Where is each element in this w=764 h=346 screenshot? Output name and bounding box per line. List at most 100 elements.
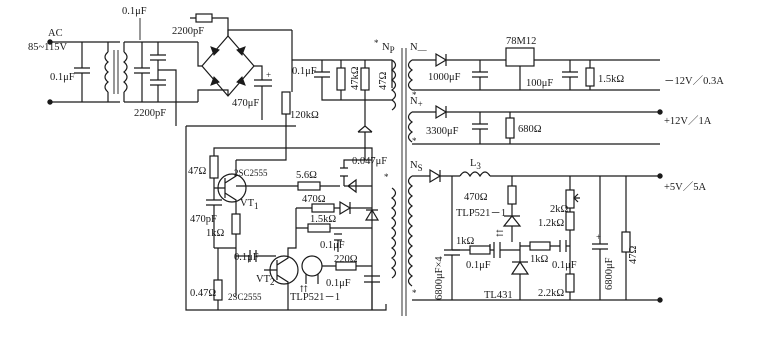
cap-0-1-a-label: 0.1μF	[320, 240, 345, 251]
vt2-label: VT2	[256, 274, 275, 287]
optocoupler-primary	[301, 255, 323, 277]
cap-0-047-label: 0.047μF	[352, 156, 387, 167]
bulk-capacitor	[254, 79, 272, 120]
resistor-5-6-label: 5.6Ω	[296, 170, 317, 181]
pot-wiper	[573, 193, 580, 203]
cap-3300u-label: 3300μF	[426, 126, 459, 137]
neg12-output-wires	[560, 59, 660, 90]
pos12-terminal	[657, 109, 663, 115]
x-cap-top-label: 0.1μF	[122, 6, 147, 17]
inductor-label: L3	[470, 158, 481, 171]
resistor-0-47-wires	[214, 247, 236, 310]
fuse	[195, 13, 213, 23]
resistor-1k-label: 1kΩ	[206, 228, 225, 239]
y-cap-bottom-label: 2200pF	[134, 108, 166, 119]
vt1-part-label: 2SC2555	[234, 168, 268, 178]
5v-terminal	[657, 173, 663, 179]
cap-0-1-c-label: 0.1μF	[326, 278, 351, 289]
output-5v: L3 6800μF×4 470Ω TLP521－1 ⇇ 1kΩ 0.1μF TL…	[412, 158, 707, 303]
snubber-resistor-1	[336, 67, 346, 91]
start-resistor-wire	[236, 114, 287, 161]
secondary-pos12-winding	[407, 111, 414, 143]
snubber-resistor-2	[360, 67, 370, 91]
neg12-diode-wire	[412, 52, 506, 68]
resistor-1k-sec-b-label: 1kΩ	[530, 254, 549, 265]
resistor-470	[311, 203, 335, 213]
sec-neg12-label: N—	[410, 42, 428, 55]
cap-1000u	[472, 60, 488, 90]
start-resistor	[281, 91, 291, 115]
y-cap-ground-wire	[158, 69, 177, 126]
choke-output-wires	[124, 41, 198, 103]
cap-470p	[206, 188, 222, 248]
primary-snubber: 0.1μF 47kΩ 47Ω 120kΩ	[236, 59, 393, 161]
primary-dot: *	[374, 38, 379, 48]
snubber-r2-label: 47Ω	[378, 72, 389, 91]
cap-0-1-b-label: 0.1μF	[234, 252, 259, 263]
resistor-1-5k-label: 1.5kΩ	[310, 214, 336, 225]
cap-0-1-a	[334, 233, 342, 252]
bridge-rectifier: + 470μF	[186, 29, 296, 127]
cap-3300u	[412, 112, 660, 145]
cap-6800u-out-plus: +	[596, 232, 601, 242]
cap-470p-label: 470pF	[190, 214, 217, 225]
dc-bus-wires	[186, 30, 296, 127]
secondary-neg12-winding	[407, 59, 414, 91]
resistor-2-2k-label: 2.2kΩ	[538, 288, 564, 299]
tl431-symbol	[510, 242, 530, 300]
opto-arrows: ⇈	[299, 284, 308, 294]
bulk-cap-label: 470μF	[232, 98, 259, 109]
secondary-5v-winding	[407, 175, 414, 287]
regulator-wires	[412, 59, 660, 91]
pot-2k-label: 2kΩ	[550, 204, 569, 215]
switching-circuit: 2SC2555 VT1 47Ω 470pF 1kΩ 5.6Ω 0.047μF 4…	[185, 126, 387, 311]
tl431-label: TL431	[484, 290, 513, 301]
choke-leads	[107, 42, 125, 102]
resistor-load-neg12	[585, 67, 595, 87]
resistor-load-5v-label: 47Ω	[628, 246, 639, 265]
y-capacitors	[150, 42, 166, 102]
cap-0-1-sec-b-label: 0.1μF	[552, 260, 577, 271]
snubber-capacitor	[314, 60, 392, 101]
opto-led-secondary	[502, 215, 522, 242]
resistor-5-6	[297, 181, 321, 191]
resistor-1k-sec-a	[469, 245, 491, 255]
resistor-1k-sec-a-label: 1kΩ	[456, 236, 475, 247]
vt1-label: VT1	[240, 198, 259, 211]
x-capacitor-left	[74, 42, 90, 102]
base-resistor-47	[209, 155, 219, 179]
5v-ground-terminal	[657, 297, 663, 303]
output-pos12: 3300μF 680Ω +12V／1A	[412, 104, 712, 145]
cap-6800u-out	[592, 176, 608, 300]
primary-winding	[390, 59, 397, 111]
ac-terminal-top	[47, 39, 53, 45]
neg12-output-label: －12V／0.3A	[664, 75, 724, 87]
resistor-load-pos12	[505, 117, 515, 139]
bridge-ac-wires	[197, 42, 229, 102]
resistor-load-neg12-label: 1.5kΩ	[598, 74, 624, 85]
diode-upper	[344, 178, 372, 194]
bridge-diamond	[201, 35, 255, 97]
snubber-resistor-wires	[340, 60, 366, 100]
sec-pos12-label: N+	[410, 96, 423, 109]
rc-series-wires	[452, 242, 520, 258]
resistor-0-47-label: 0.47Ω	[190, 288, 216, 299]
resistor-1k	[231, 213, 241, 235]
aux-dot: *	[384, 172, 389, 182]
resistor-470-wires	[296, 200, 372, 216]
resistor-470-label: 470Ω	[302, 194, 326, 205]
snubber-cap-label: 0.1μF	[292, 66, 317, 77]
snubber-r1-label: 47kΩ	[350, 66, 361, 90]
resistor-470-sec	[507, 185, 517, 205]
choke-winding-left	[104, 51, 109, 93]
vt2-leads	[264, 208, 297, 310]
resistor-470-sec-label: 470Ω	[464, 192, 488, 203]
bulk-cap-plus: +	[266, 70, 271, 80]
cap-6800u-out-label: 6800μF	[604, 257, 615, 290]
vt1-leads	[214, 160, 237, 214]
optocoupler-label: TLP521－1	[290, 292, 340, 303]
choke-winding-right	[123, 51, 128, 93]
cap-0-1-sec-a-label: 0.1μF	[466, 260, 491, 271]
resistor-1k-sec-b	[529, 241, 551, 251]
